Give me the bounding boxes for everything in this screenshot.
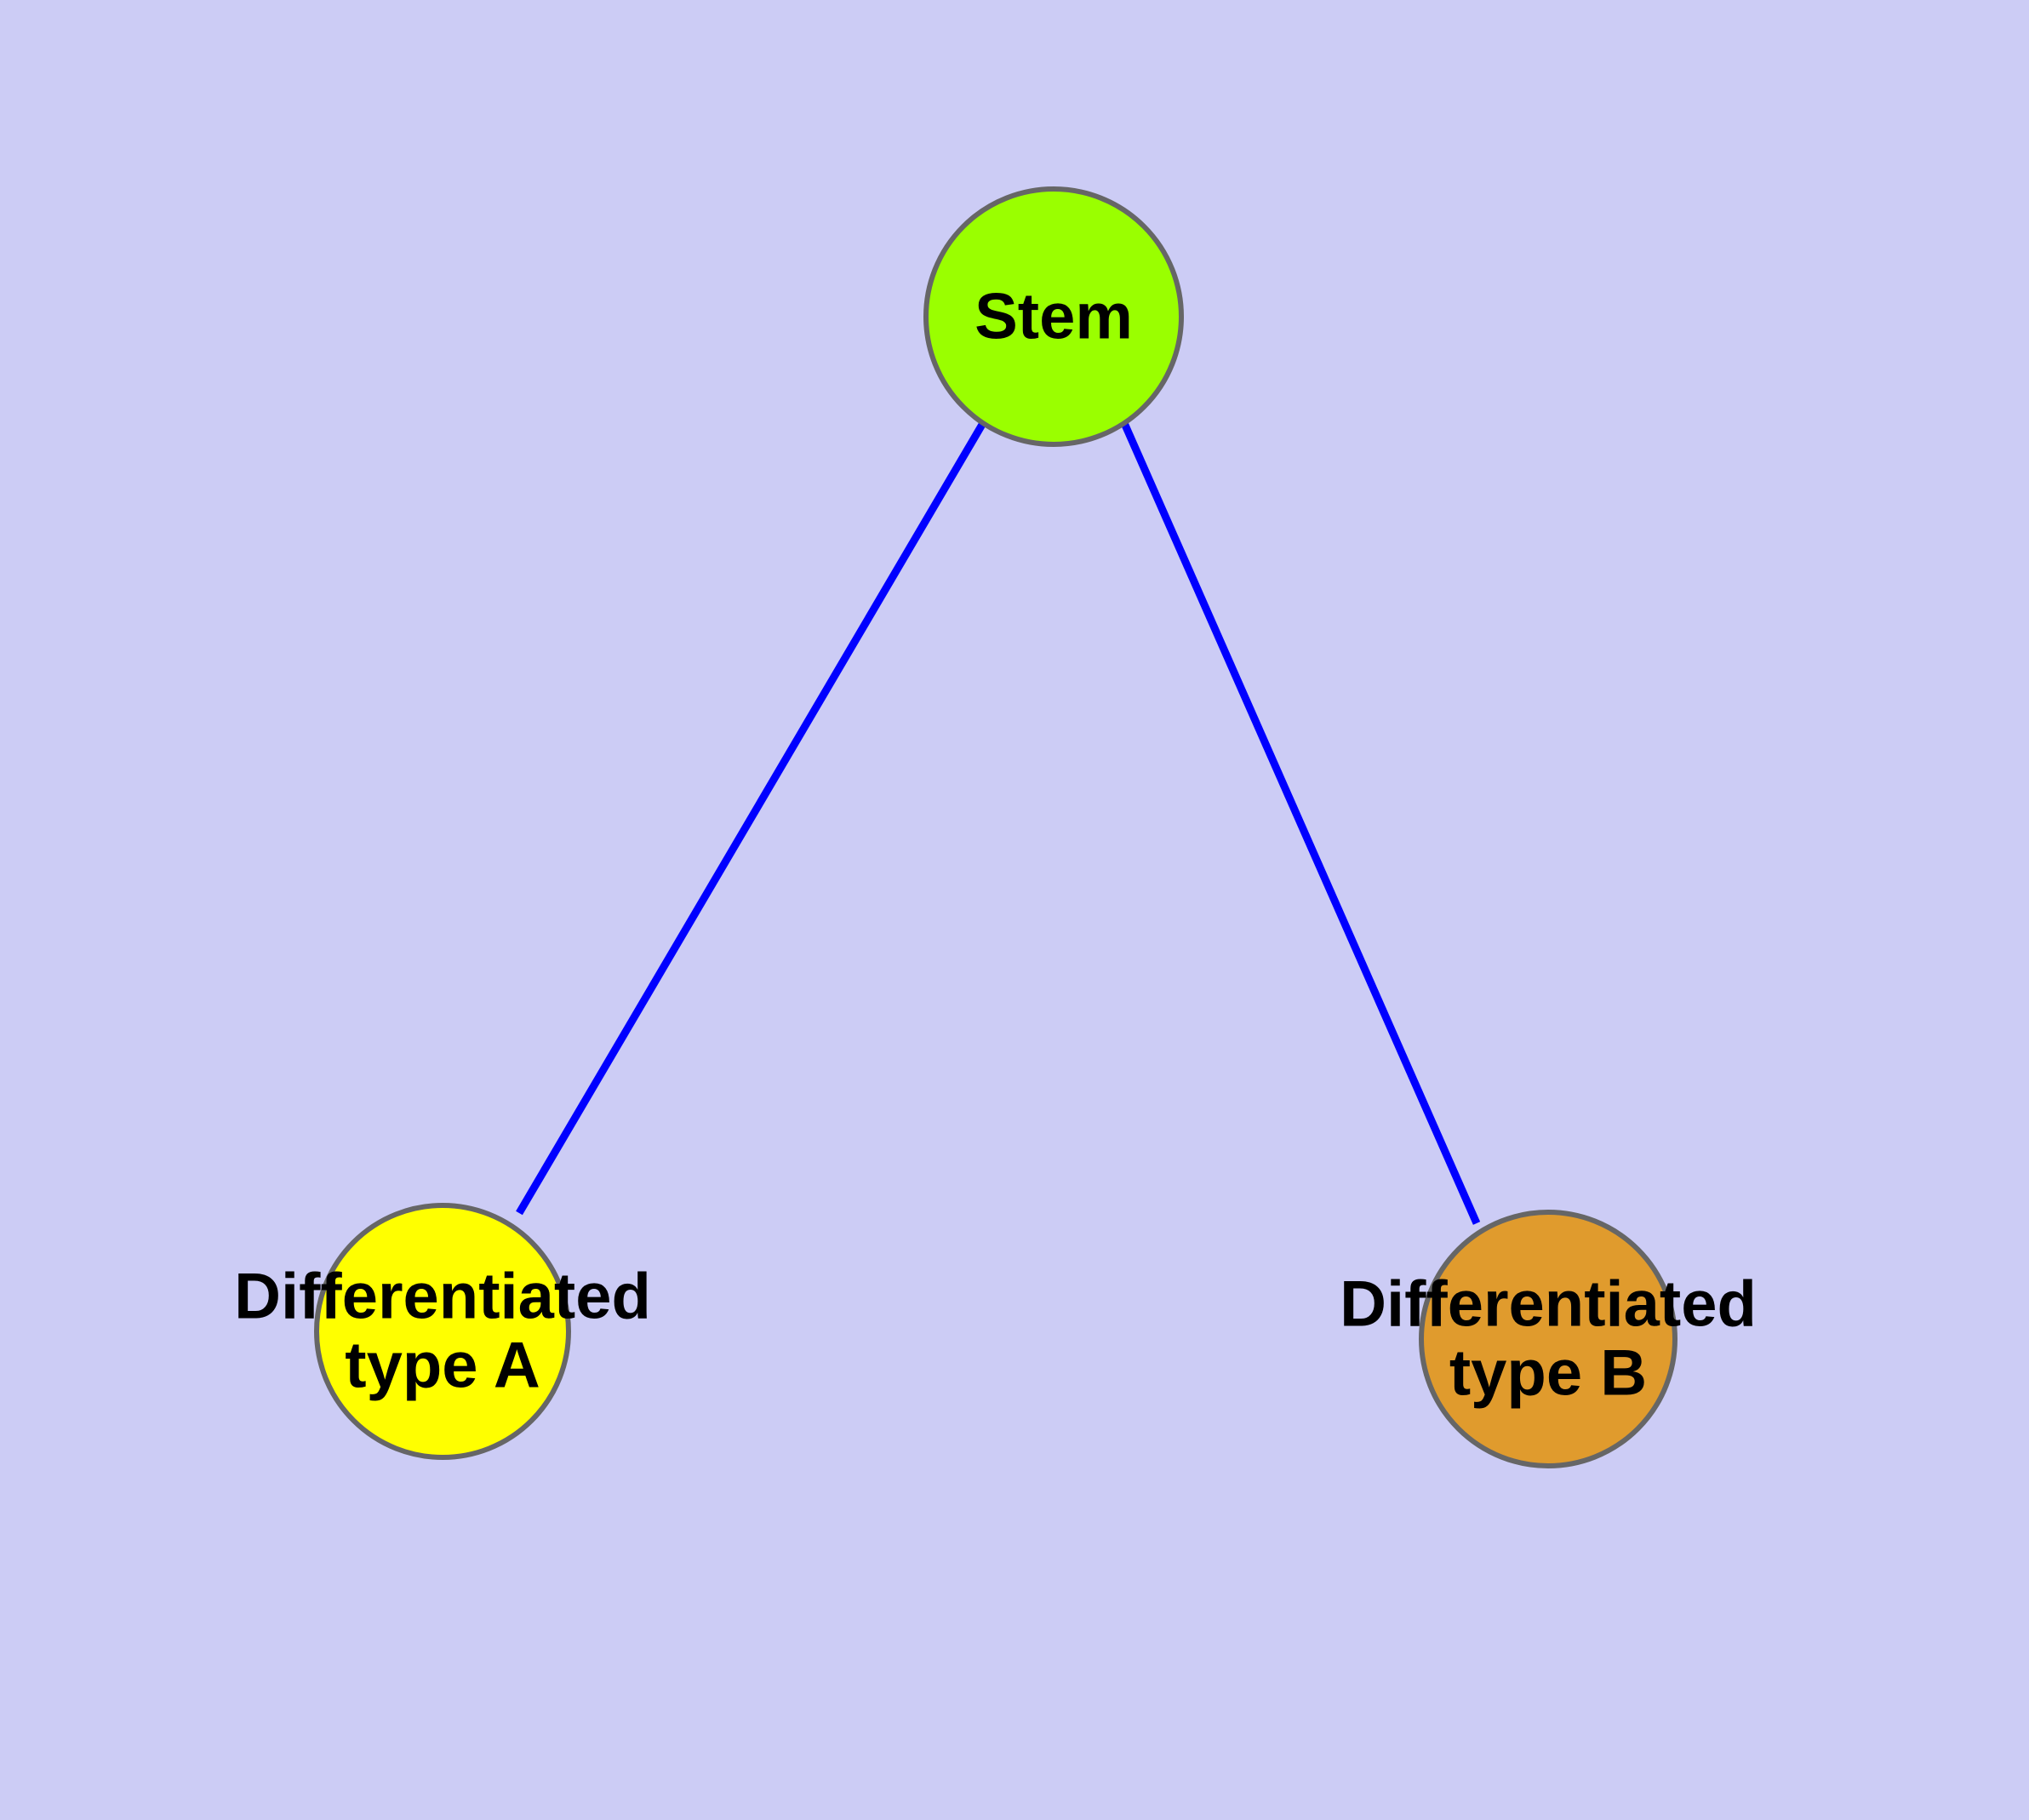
graph-edge-stem-to-b <box>1120 421 1481 1225</box>
graph-node-diff-a[interactable] <box>314 1203 571 1460</box>
graph-node-stem[interactable] <box>923 186 1184 447</box>
nodes-layer <box>314 186 1677 1468</box>
edges-layer <box>516 421 1481 1225</box>
graph-node-diff-b[interactable] <box>1419 1210 1677 1468</box>
graph-edge-stem-to-a <box>516 421 986 1216</box>
